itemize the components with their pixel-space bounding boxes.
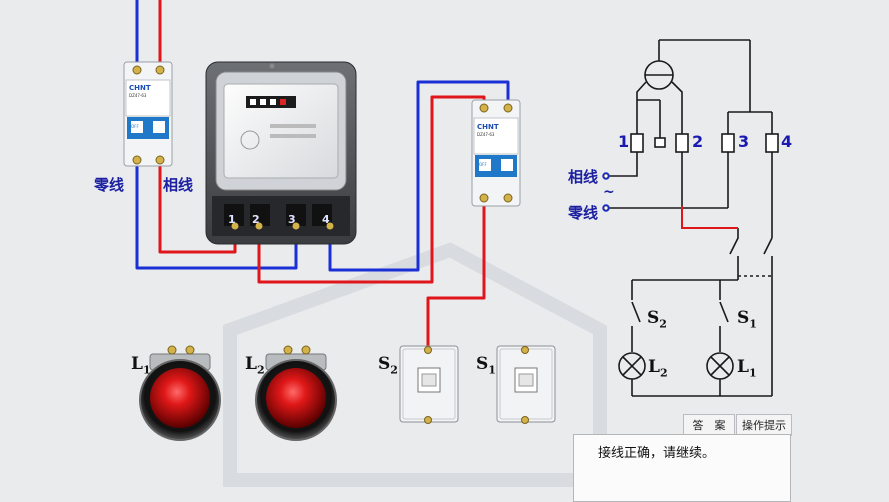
left-breaker-model: DZ47-63 — [129, 93, 147, 98]
left-breaker-off-label: OFF — [131, 124, 139, 129]
background-watermark — [223, 242, 607, 487]
schematic-neutral-label: 零线 — [568, 204, 599, 222]
schematic-terminal-2: 2 — [692, 132, 704, 151]
schematic-live-node — [602, 172, 610, 180]
left-breaker-brand: CHNT — [129, 84, 151, 92]
schematic-terminal-3: 3 — [738, 132, 750, 151]
live-wire-to-switch — [426, 196, 486, 352]
schematic-s2-label: S2 — [647, 308, 667, 331]
energy-meter: 1 2 3 4 — [205, 61, 357, 245]
neutral-wire-to-meter — [135, 158, 298, 270]
right-breaker-model: DZ47-63 — [477, 132, 495, 137]
meter-terminal-2: 2 — [252, 213, 260, 226]
right-breaker-brand: CHNT — [477, 123, 499, 131]
switch-s2[interactable] — [399, 345, 459, 424]
schematic-s1-label: S1 — [737, 308, 757, 331]
schematic-l1-label: L1 — [737, 357, 757, 380]
wires — [135, 0, 510, 352]
answer-button[interactable]: 答 案 — [683, 414, 735, 436]
right-breaker-off-label: OFF — [479, 162, 487, 167]
schematic — [602, 39, 779, 397]
right-breaker[interactable]: CHNT DZ47-63 OFF — [471, 99, 521, 207]
live-label: 相线 — [163, 176, 194, 194]
schematic-l2-label: L2 — [648, 357, 668, 380]
schematic-terminal-4: 4 — [781, 132, 793, 151]
schematic-live-label: 相线 — [568, 168, 599, 186]
message-box: 接线正确，请继续。 — [573, 434, 791, 502]
switch-s2-label: S2 — [378, 354, 398, 377]
meter-terminal-3: 3 — [288, 213, 296, 226]
live-wire-meter-out — [257, 95, 486, 284]
lamp-l1-label: L1 — [131, 354, 151, 377]
schematic-live-path — [681, 206, 738, 229]
neutral-label: 零线 — [94, 176, 125, 194]
lamp-l2-label: L2 — [245, 354, 265, 377]
schematic-neutral-node — [602, 204, 610, 212]
neutral-wire-meter-out — [328, 80, 510, 272]
lamp-l1[interactable] — [139, 345, 221, 441]
status-message: 接线正确，请继续。 — [598, 446, 716, 461]
switch-s1[interactable] — [496, 345, 556, 424]
switch-s1-label: S1 — [476, 354, 496, 377]
lamp-l2[interactable] — [255, 345, 337, 441]
left-breaker[interactable]: CHNT DZ47-63 OFF — [123, 61, 173, 167]
schematic-ac-symbol: ~ — [603, 184, 615, 200]
meter-terminal-1: 1 — [228, 213, 236, 226]
meter-terminal-4: 4 — [322, 213, 330, 226]
schematic-terminal-1: 1 — [618, 132, 630, 151]
hint-button[interactable]: 操作提示 — [736, 414, 792, 436]
